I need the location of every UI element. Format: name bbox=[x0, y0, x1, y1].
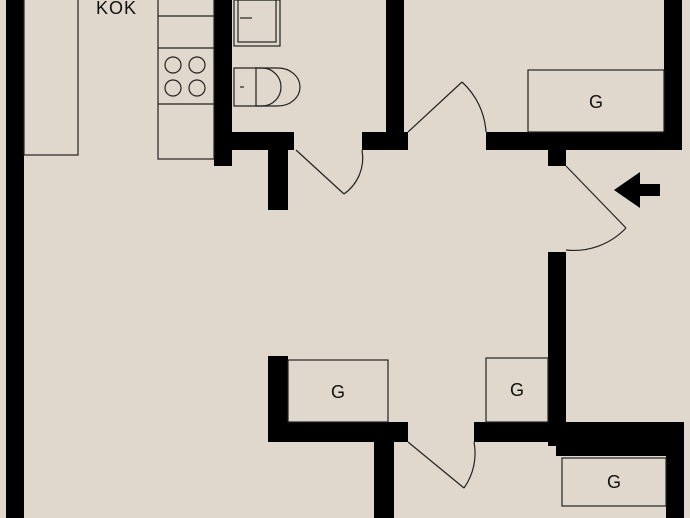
bath-cabinet bbox=[233, 0, 281, 47]
closet-label-g3: G bbox=[510, 380, 524, 400]
wall-east-top bbox=[664, 0, 682, 150]
closet-label-g1: G bbox=[589, 92, 603, 112]
walls bbox=[6, 0, 684, 518]
closet-g1 bbox=[527, 69, 665, 133]
bath-cabinet-inner bbox=[237, 0, 277, 43]
door-bathroom bbox=[295, 149, 364, 195]
arrow-left-icon bbox=[614, 172, 660, 208]
closet-label-g4: G bbox=[607, 472, 621, 492]
closet-g3 bbox=[485, 357, 549, 423]
wall-lower-c bbox=[556, 436, 684, 456]
toilet-icon bbox=[233, 67, 301, 107]
wall-bedroom-south bbox=[486, 132, 670, 150]
wall-west bbox=[6, 0, 24, 518]
wall-east-bottom bbox=[666, 436, 684, 518]
closet-g4 bbox=[561, 457, 667, 507]
hall-closets: G G bbox=[287, 357, 549, 423]
wall-entrance-stub bbox=[548, 148, 566, 166]
kitchen-counter-right bbox=[157, 0, 215, 160]
wall-bath-south-a bbox=[214, 132, 294, 150]
wall-east-hall bbox=[548, 252, 566, 446]
entrance bbox=[565, 165, 660, 252]
door-lower bbox=[407, 441, 476, 489]
door-entrance bbox=[565, 165, 627, 252]
kitchen: KÖK bbox=[23, 0, 215, 160]
wall-bath-south-b bbox=[362, 132, 408, 150]
wall-bath-west bbox=[214, 0, 232, 166]
room-label-kitchen: KÖK bbox=[96, 0, 137, 18]
kitchen-counter-left bbox=[23, 0, 79, 156]
wall-lower-stub bbox=[374, 422, 394, 518]
stove-icon bbox=[164, 56, 206, 97]
closet-label-g2: G bbox=[331, 382, 345, 402]
bedroom-north: G bbox=[407, 69, 665, 133]
closet-g2 bbox=[287, 359, 389, 423]
door-bedroom-north bbox=[407, 81, 487, 133]
wall-closet-west bbox=[268, 356, 288, 442]
wall-stub-hall bbox=[268, 148, 288, 210]
wall-bath-east bbox=[386, 0, 404, 150]
lower-rooms: G bbox=[407, 441, 667, 507]
wall-lower-a bbox=[268, 422, 408, 442]
bathroom bbox=[233, 0, 364, 195]
